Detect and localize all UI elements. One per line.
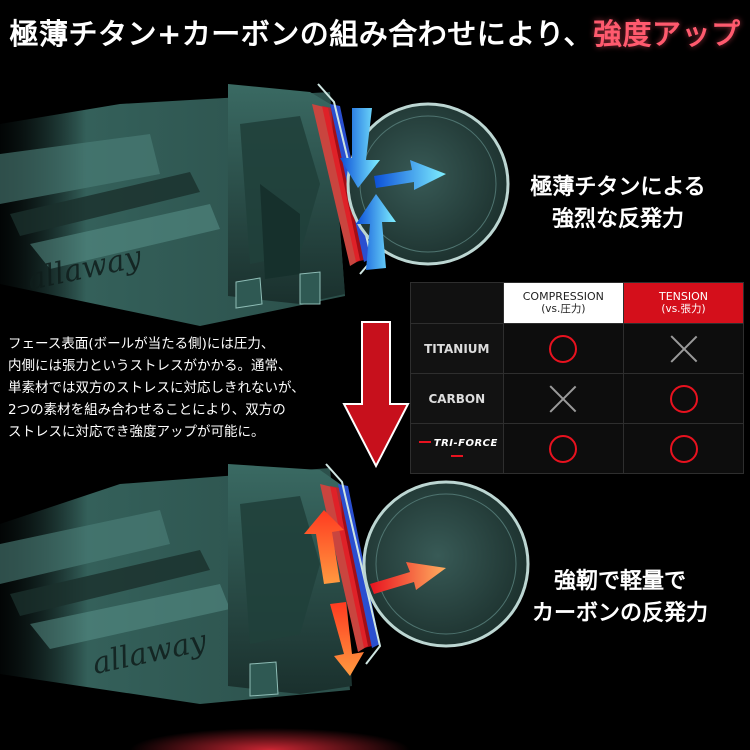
row-label-triforce: TRI-FORCE: [410, 423, 504, 474]
top-caption: 極薄チタンによる 強烈な反発力: [518, 172, 718, 236]
table-row: TRI-FORCE: [410, 423, 744, 474]
lower-golf-ball: [362, 480, 530, 648]
cross-mark-icon: [548, 384, 578, 414]
row-label: CARBON: [410, 373, 504, 424]
top-caption-line1: 極薄チタンによる: [530, 175, 706, 200]
title-accent: 強度アップ: [593, 17, 741, 51]
top-caption-line2: 強烈な反発力: [551, 207, 684, 232]
glow-accent: [130, 728, 410, 750]
description-line: フェース表面(ボールが当たる側)には圧力、: [8, 336, 275, 352]
column-sublabel: (vs.圧力): [541, 303, 586, 315]
comparison-table: COMPRESSION (vs.圧力) TENSION (vs.張力) TITA…: [410, 282, 744, 474]
circle-mark-icon: [669, 434, 698, 463]
upper-golf-ball: [346, 102, 510, 266]
row-label: TITANIUM: [410, 323, 504, 374]
table-row: TITANIUM: [410, 323, 744, 374]
orange-force-arrows: [304, 510, 446, 676]
down-arrow: [342, 321, 410, 469]
column-sublabel: (vs.張力): [661, 303, 706, 315]
rating-cell: [623, 373, 744, 424]
circle-mark-icon: [549, 334, 578, 363]
bottom-caption-line1: 強靭で軽量で: [553, 569, 686, 594]
column-label: TENSION: [659, 290, 709, 303]
column-compression: COMPRESSION (vs.圧力): [502, 282, 625, 324]
description-line: 内側には張力というストレスがかかる。通常、: [8, 358, 292, 374]
club-illustration: allaway allaway: [0, 83, 530, 750]
triforce-logo: TRI-FORCE: [433, 437, 498, 449]
bottom-caption: 強靭で軽量で カーボンの反発力: [515, 566, 725, 630]
cross-mark-icon: [669, 334, 699, 364]
header: 極薄チタン+カーボンの組み合わせにより、強度アップ: [0, 0, 750, 64]
description-line: 単素材では双方のストレスに対応しきれないが、: [8, 380, 305, 396]
rating-cell: [623, 423, 744, 474]
rating-cell: [502, 373, 625, 424]
upper-club-head: allaway: [0, 83, 374, 326]
description-line: ストレスに対応でき強度アップが可能に。: [8, 424, 265, 440]
rating-cell: [502, 423, 625, 474]
rating-cell: [623, 323, 744, 374]
lower-club-head: allaway: [0, 463, 382, 704]
column-tension: TENSION (vs.張力): [623, 282, 744, 324]
table-row: CARBON: [410, 373, 744, 424]
table-corner: [410, 282, 504, 324]
circle-mark-icon: [549, 434, 578, 463]
description-line: 2つの素材を組み合わせることにより、双方の: [8, 402, 286, 418]
bottom-caption-line2: カーボンの反発力: [531, 601, 708, 626]
blue-force-arrows: [340, 108, 446, 270]
circle-mark-icon: [669, 384, 698, 413]
title-main: 極薄チタン+カーボンの組み合わせにより、: [9, 17, 594, 51]
rating-cell: [502, 323, 625, 374]
table-header-row: COMPRESSION (vs.圧力) TENSION (vs.張力): [410, 282, 744, 324]
description-text: フェース表面(ボールが当たる側)には圧力、 内側には張力というストレスがかかる。…: [0, 333, 368, 443]
column-label: COMPRESSION: [522, 290, 604, 303]
